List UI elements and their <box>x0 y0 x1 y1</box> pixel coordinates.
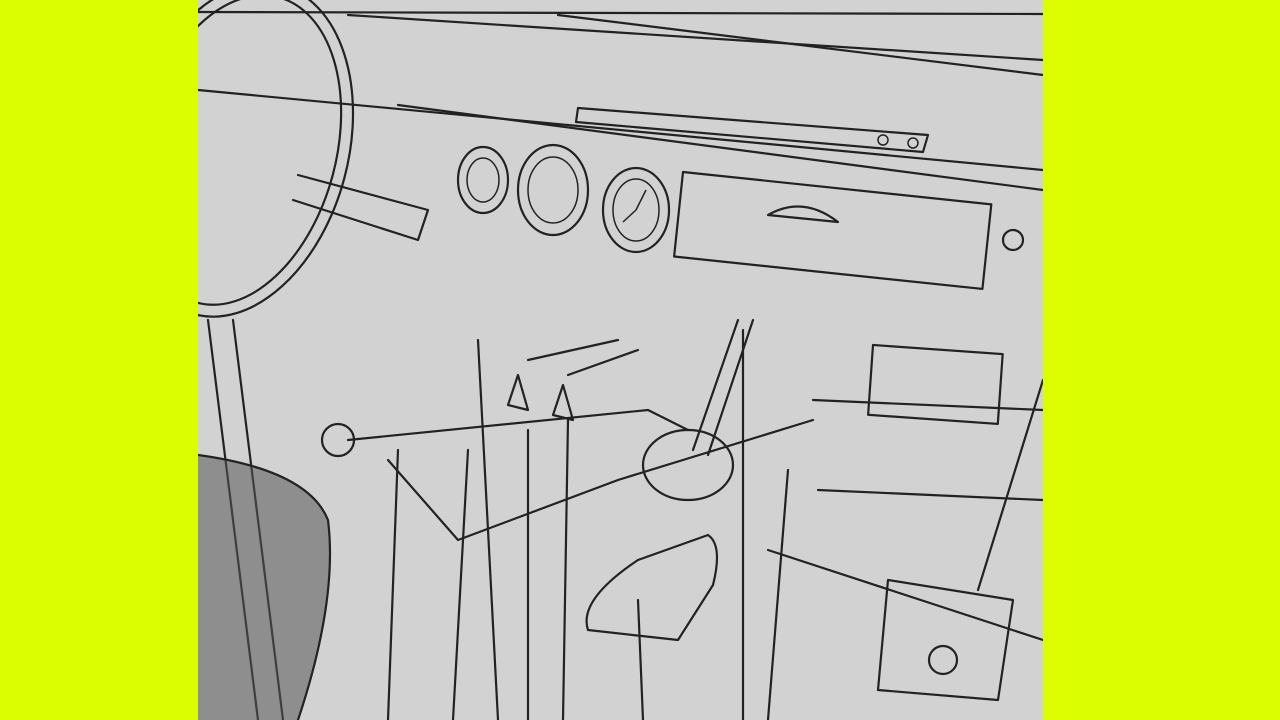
paper <box>198 0 1043 720</box>
glove-box <box>673 170 1025 291</box>
instrument-gauges <box>456 143 671 254</box>
windshield-frame <box>198 10 1043 192</box>
gear-shift <box>346 318 755 642</box>
grab-bar <box>574 106 930 154</box>
side-compartment <box>867 343 1015 702</box>
seat <box>198 453 332 720</box>
car-interior-illustration <box>198 0 1043 720</box>
floor-lines <box>386 328 1043 720</box>
